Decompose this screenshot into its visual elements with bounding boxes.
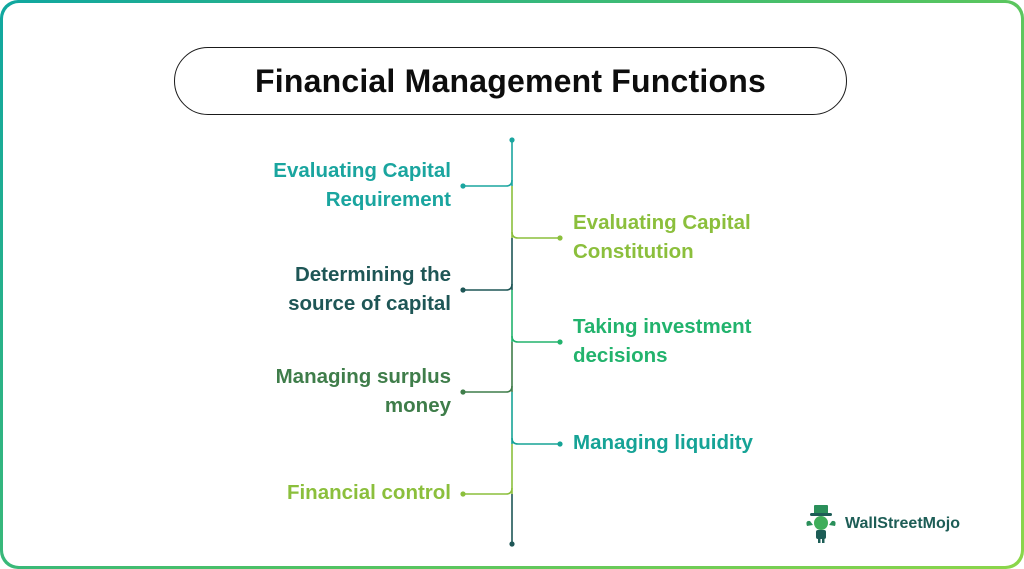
function-label-line: money bbox=[384, 394, 451, 417]
function-label: Determining the source of capital bbox=[288, 260, 451, 318]
spine-start-dot bbox=[509, 137, 515, 143]
function-label-line: Determining the bbox=[294, 263, 451, 286]
branch-dot bbox=[557, 339, 563, 345]
brand-name: WallStreetMojo bbox=[845, 515, 960, 532]
function-label-line: Constitution bbox=[573, 240, 694, 263]
spine-end-dot bbox=[509, 541, 515, 547]
function-label: Managing liquidity bbox=[573, 428, 753, 457]
function-label-line: decisions bbox=[573, 344, 668, 367]
function-label-line: Managing surplus bbox=[275, 365, 451, 388]
function-label-line: Evaluating Capital bbox=[573, 211, 751, 234]
branch-dot bbox=[460, 287, 466, 293]
function-label: Taking investment decisions bbox=[573, 312, 751, 370]
function-label: Managing surplus money bbox=[276, 362, 451, 420]
mascot-icon bbox=[806, 505, 836, 543]
branch-connector bbox=[463, 179, 513, 187]
branch-connector bbox=[463, 487, 513, 495]
branch-dot bbox=[557, 235, 563, 241]
timeline-spine bbox=[509, 137, 515, 547]
timeline-branches bbox=[460, 179, 563, 497]
title-pill: Financial Management Functions bbox=[174, 47, 847, 115]
branch-connector bbox=[511, 335, 560, 343]
branch-dot bbox=[460, 389, 466, 395]
branch-connector bbox=[463, 283, 513, 291]
branch-connector bbox=[511, 231, 560, 239]
brand-logo: WallStreetMojo bbox=[803, 504, 960, 544]
function-label-line: Evaluating Capital bbox=[273, 159, 451, 182]
function-label-line: Requirement bbox=[325, 188, 451, 211]
function-label-line: Financial control bbox=[286, 480, 451, 504]
branch-dot bbox=[460, 183, 466, 189]
branch-dot bbox=[557, 441, 563, 447]
function-label-line: Managing liquidity bbox=[573, 430, 753, 454]
function-label-line: source of capital bbox=[288, 292, 451, 315]
function-label: Financial control bbox=[287, 478, 451, 507]
branch-connector bbox=[463, 385, 513, 393]
page-title: Financial Management Functions bbox=[255, 62, 766, 99]
branch-dot bbox=[460, 491, 466, 497]
branch-connector bbox=[511, 437, 560, 445]
function-label-line: Taking investment bbox=[573, 315, 752, 338]
